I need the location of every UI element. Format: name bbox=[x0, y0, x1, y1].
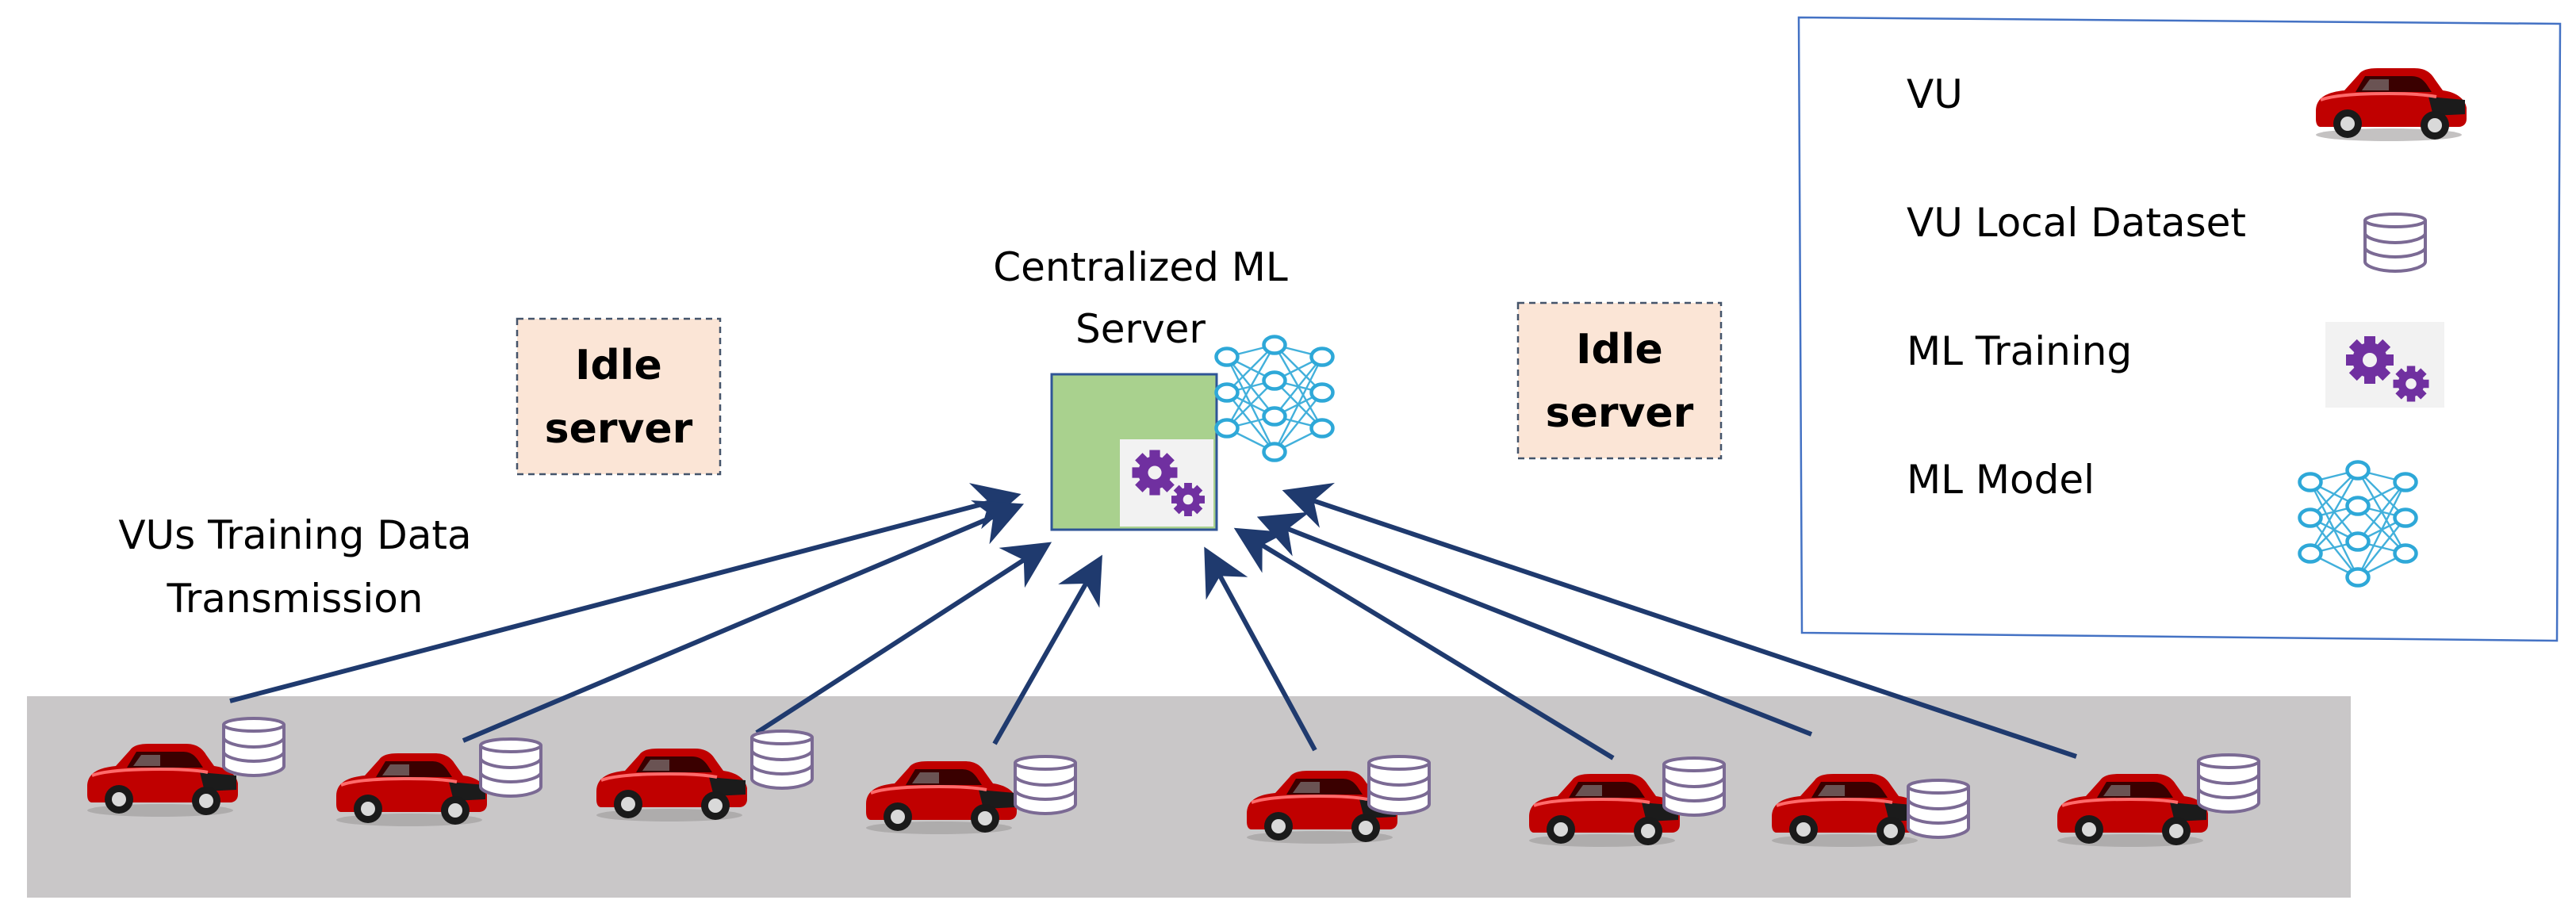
arrow-3 bbox=[755, 542, 1052, 735]
legend-label-training: ML Training bbox=[1907, 328, 2132, 374]
arrow-6 bbox=[1233, 527, 1615, 760]
server-title-line1: Centralized ML bbox=[993, 244, 1288, 290]
arrow-1 bbox=[229, 483, 1022, 703]
server-title-line2: Server bbox=[1075, 306, 1206, 352]
arrow-5 bbox=[1204, 546, 1317, 752]
idle-server-left: Idle server bbox=[516, 317, 722, 476]
database-icon bbox=[750, 730, 814, 790]
idle-server-right-line1: Idle bbox=[1576, 326, 1663, 373]
idle-server-left-line2: server bbox=[545, 405, 693, 453]
database-icon bbox=[1662, 756, 1726, 817]
legend-label-dataset: VU Local Dataset bbox=[1907, 200, 2246, 246]
database-icon bbox=[222, 717, 286, 777]
arrow-2 bbox=[462, 500, 1025, 743]
arrow-8 bbox=[1282, 482, 2077, 759]
gears-icon bbox=[2325, 322, 2444, 408]
idle-server-left-line1: Idle bbox=[575, 342, 662, 389]
database-icon bbox=[2197, 753, 2260, 814]
transmission-label-line2: Transmission bbox=[167, 576, 424, 622]
database-icon bbox=[1367, 755, 1431, 815]
central-server bbox=[1050, 373, 1218, 531]
legend-label-vu: VU bbox=[1907, 71, 1963, 117]
idle-server-right: Idle server bbox=[1516, 301, 1723, 460]
database-icon bbox=[2363, 213, 2427, 273]
database-icon bbox=[1907, 779, 1970, 839]
idle-server-right-line2: server bbox=[1546, 389, 1694, 437]
transmission-arrows bbox=[229, 482, 2077, 760]
arrow-7 bbox=[1256, 511, 1813, 737]
arrow-4 bbox=[992, 554, 1102, 745]
server-neural-network-icon bbox=[1217, 337, 1333, 461]
database-icon bbox=[479, 737, 542, 798]
database-icon bbox=[1014, 755, 1077, 815]
legend-label-model: ML Model bbox=[1907, 457, 2095, 503]
transmission-label-line1: VUs Training Data bbox=[118, 512, 471, 558]
legend-box: VU VU Local Dataset ML Training ML Model bbox=[1797, 16, 2562, 642]
server-gears-icon bbox=[1120, 439, 1213, 527]
